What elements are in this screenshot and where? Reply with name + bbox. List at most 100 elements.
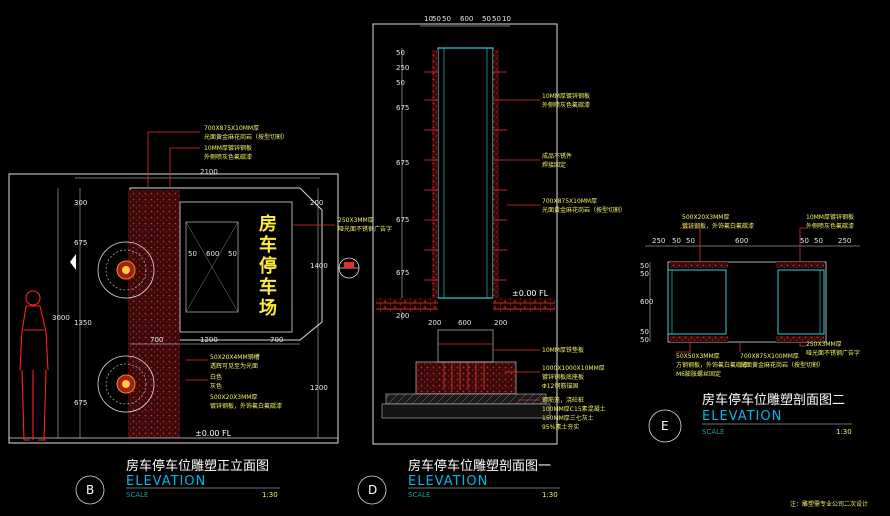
elevation-e: ELEVATION — [702, 409, 782, 424]
note-d-14: 95%素土夯实 — [542, 423, 579, 431]
person-scale-figure — [19, 290, 49, 441]
dim-e-left-2: 50 — [640, 270, 649, 278]
note-d-5: 700X875X10MM厚 — [542, 198, 597, 205]
dim-e-top-3: 50 — [686, 237, 695, 245]
dim-b-right-3: 1200 — [310, 384, 328, 392]
dim-d-left-8: 200 — [396, 312, 409, 320]
dim-d-top-3: 50 — [442, 15, 451, 23]
dim-b-left-total: 3000 — [52, 314, 70, 322]
dim-b-bottom-3: 700 — [270, 336, 283, 344]
dim-d-bottom-2: 600 — [458, 319, 471, 327]
base-layer-d — [385, 393, 547, 405]
note-b-bottom-4: 灰色 — [210, 382, 222, 390]
dim-b-top: 2100 — [200, 168, 218, 176]
dim-e-top-1: 250 — [652, 237, 665, 245]
dim-d-top-6: 50 — [492, 15, 501, 23]
note-b-bottom-5: 500X20X3MM厚 — [210, 394, 257, 401]
title-block-b: B 房车停车位雕塑正立面图 ELEVATION SCALE 1:30 — [75, 458, 280, 505]
dim-d-left-6: 675 — [396, 216, 409, 224]
section-body-e — [667, 261, 827, 343]
frame-d — [372, 23, 558, 445]
hatch-column-b — [128, 190, 180, 438]
marker-b: B — [86, 483, 94, 497]
note-e-bm-1: 700X875X100MM厚 — [740, 353, 799, 360]
dim-e-top-5: 50 — [800, 237, 809, 245]
drawing-d-section-one: 10 50 50 600 50 50 10 50 250 50 675 675 … — [372, 15, 626, 445]
dim-d-top-4: 600 — [460, 15, 473, 23]
dim-d-left-5: 675 — [396, 159, 409, 167]
dim-b-left-1: 300 — [74, 199, 87, 207]
dim-d-left-1: 50 — [396, 49, 405, 57]
dim-b-bottom-1: 700 — [150, 336, 163, 344]
lamp-bottom-b — [97, 355, 155, 413]
title-d: 房车停车位雕塑剖面图一 — [408, 458, 551, 474]
note-d-9: 镀锌钢板底座板 — [542, 373, 584, 381]
dim-b-left-4: 675 — [74, 399, 87, 407]
drawing-e-section-two: 250 50 50 600 50 50 250 50 50 600 50 50 … — [640, 213, 860, 378]
title-b: 房车停车位雕塑正立面图 — [126, 458, 269, 474]
note-b-bottom-1: 50X20X4MM钢槽 — [210, 353, 260, 361]
scale-value-d: 1:30 — [542, 491, 558, 499]
fl-d: ±0.00 FL — [512, 289, 549, 298]
dim-b-right-2: 1400 — [310, 262, 328, 270]
dim-e-left-5: 50 — [640, 336, 649, 344]
dim-e-top-2: 50 — [672, 237, 681, 245]
sign-panel-b — [179, 201, 293, 333]
dim-e-left-1: 50 — [640, 262, 649, 270]
note-e-bl-2: 方钢钢板，外饰氟白氟碳漆 — [676, 361, 748, 369]
note-d-2: 外侧喷灰色氟碳漆 — [542, 101, 590, 109]
dim-e-left-4: 50 — [640, 328, 649, 336]
note-d-6: 光面黄金麻花岗岩（按型切割） — [542, 206, 626, 214]
note-b-right-1: 250X3MM厚 — [338, 217, 374, 224]
scale-value-b: 1:30 — [262, 491, 278, 499]
note-d-8: 1000X1000X10MM厚 — [542, 365, 605, 372]
dim-b-mid-1: 50 — [188, 250, 197, 258]
dim-b-right-1: 200 — [310, 199, 323, 207]
footing-d — [415, 361, 517, 395]
note-d-7: 10MM厚铁垫板 — [542, 346, 584, 354]
note-e-tl-1: 500X20X3MM厚 — [682, 214, 729, 221]
dim-d-top-5: 50 — [482, 15, 491, 23]
elevation-b: ELEVATION — [126, 474, 206, 489]
title-block-d: D 房车停车位雕塑剖面图一 ELEVATION SCALE 1:30 — [357, 458, 560, 505]
scale-value-e: 1:30 — [836, 428, 852, 436]
footer-note: 注：雕塑需专业公司二次设计 — [790, 500, 868, 508]
dim-d-bottom-1: 200 — [428, 319, 441, 327]
note-e-tr-2: 外侧喷灰色氟碳漆 — [806, 222, 854, 230]
scale-label-d: SCALE — [408, 491, 430, 499]
dim-e-top-4: 600 — [735, 237, 748, 245]
note-b-bottom-2: 透辉可见至为光面 — [210, 362, 258, 370]
dim-d-top-2: 50 — [432, 15, 441, 23]
note-d-1: 10MM厚镀锌钢板 — [542, 92, 590, 100]
scale-label-e: SCALE — [702, 428, 724, 436]
note-b-top-3: 10MM厚镀锌钢板 — [204, 144, 252, 152]
elevation-d: ELEVATION — [408, 474, 488, 489]
dim-b-bottom-2: 1200 — [200, 336, 218, 344]
note-e-bm-2: 光面黄金麻花岗岩（按型切割） — [740, 361, 824, 369]
fl-b: ±0.00 FL — [195, 429, 232, 438]
dim-d-left-2: 250 — [396, 64, 409, 72]
note-d-3: 成品不锈件 — [542, 152, 572, 160]
dim-e-top-7: 250 — [838, 237, 851, 245]
column-d — [437, 47, 494, 299]
dim-b-left-3: 1350 — [74, 319, 92, 327]
lamp-top-b — [97, 241, 155, 299]
dim-e-top-6: 50 — [814, 237, 823, 245]
sign-char-1: 房 — [259, 213, 277, 235]
sign-char-2: 车 — [259, 234, 277, 256]
dim-d-bottom-3: 200 — [494, 319, 507, 327]
note-b-bottom-3: 白色 — [210, 373, 222, 381]
note-d-10: Φ12钢筋锚固 — [542, 382, 578, 390]
dim-b-left-2: 675 — [74, 239, 87, 247]
note-b-top-1: 700X875X10MM厚 — [204, 125, 259, 132]
dim-d-top-7: 10 — [502, 15, 511, 23]
note-d-12: 100MM厚C15素混凝土 — [542, 405, 606, 413]
dim-d-top-1: 10 — [424, 15, 433, 23]
dim-b-mid-3: 50 — [228, 250, 237, 258]
title-block-e: E 房车停车位雕塑剖面图二 ELEVATION SCALE 1:30 — [648, 392, 852, 443]
note-b-top-4: 外侧喷灰色氟碳漆 — [204, 153, 252, 161]
brick-band-d — [376, 298, 438, 312]
note-b-top-2: 光面黄金麻花岗岩（按型切割） — [204, 133, 288, 141]
drawing-b-front-elevation: 2100 房 车 停 车 场 300 675 — [8, 125, 392, 444]
marker-e: E — [661, 419, 669, 433]
